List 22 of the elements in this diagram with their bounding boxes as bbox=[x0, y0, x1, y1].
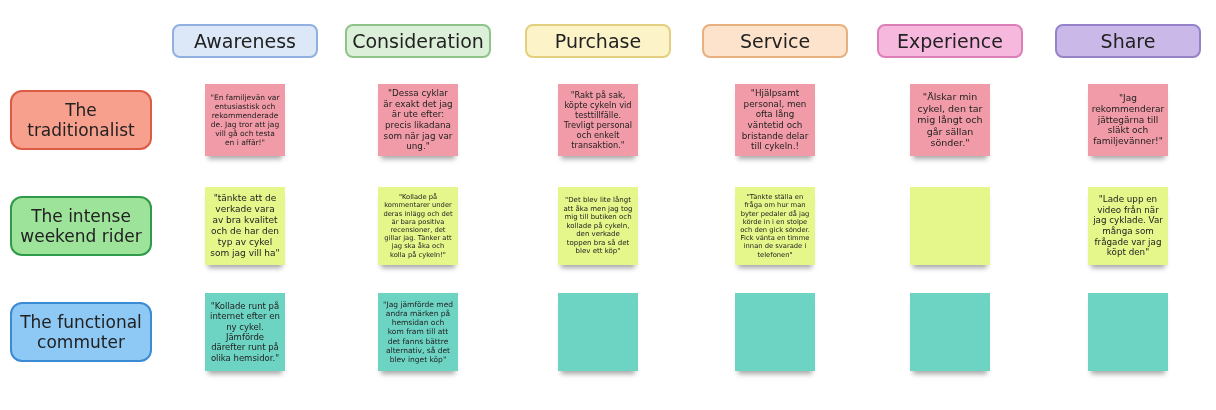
persona-label: The intense weekend rider bbox=[10, 196, 152, 256]
stage-header: Share bbox=[1055, 24, 1201, 58]
stage-header: Consideration bbox=[345, 24, 491, 58]
sticky-note: "Lade upp en video från när jag cyklade. Var många som frågade var jag köpt den" bbox=[1088, 187, 1168, 265]
sticky-note: "Kollade runt på internet efter en ny cykel. Jämförde därefter runt på olika hemsidor." bbox=[205, 293, 285, 371]
blank-sticky-note bbox=[910, 293, 990, 371]
stage-header: Experience bbox=[877, 24, 1023, 58]
sticky-note: "Hjälpsamt personal, men ofta lång väntetid och bristande delar till cykeln.! bbox=[735, 84, 815, 156]
blank-sticky-note bbox=[558, 293, 638, 371]
sticky-note: "tänkte att de verkade vara av bra kvalitet och de har den typ av cykel som jag vill ha" bbox=[205, 187, 285, 265]
sticky-note: "Älskar min cykel, den tar mig långt och går sällan sönder." bbox=[910, 84, 990, 156]
blank-sticky-note bbox=[1088, 293, 1168, 371]
stage-header: Purchase bbox=[525, 24, 671, 58]
sticky-note: "Dessa cyklar är exakt det jag är ute efter: precis likadana som när jag var ung." bbox=[378, 84, 458, 156]
persona-label: The traditionalist bbox=[10, 90, 152, 150]
sticky-note: "Jag rekommenderar jättegärna till släkt och familjevänner!" bbox=[1088, 84, 1168, 156]
stage-header: Service bbox=[702, 24, 848, 58]
sticky-note: "Rakt på sak, köpte cykeln vid testtillfälle. Trevligt personal och enkelt transaktion." bbox=[558, 84, 638, 156]
blank-sticky-note bbox=[735, 293, 815, 371]
blank-sticky-note bbox=[910, 187, 990, 265]
stage-header: Awareness bbox=[172, 24, 318, 58]
persona-label: The functional commuter bbox=[10, 302, 152, 362]
